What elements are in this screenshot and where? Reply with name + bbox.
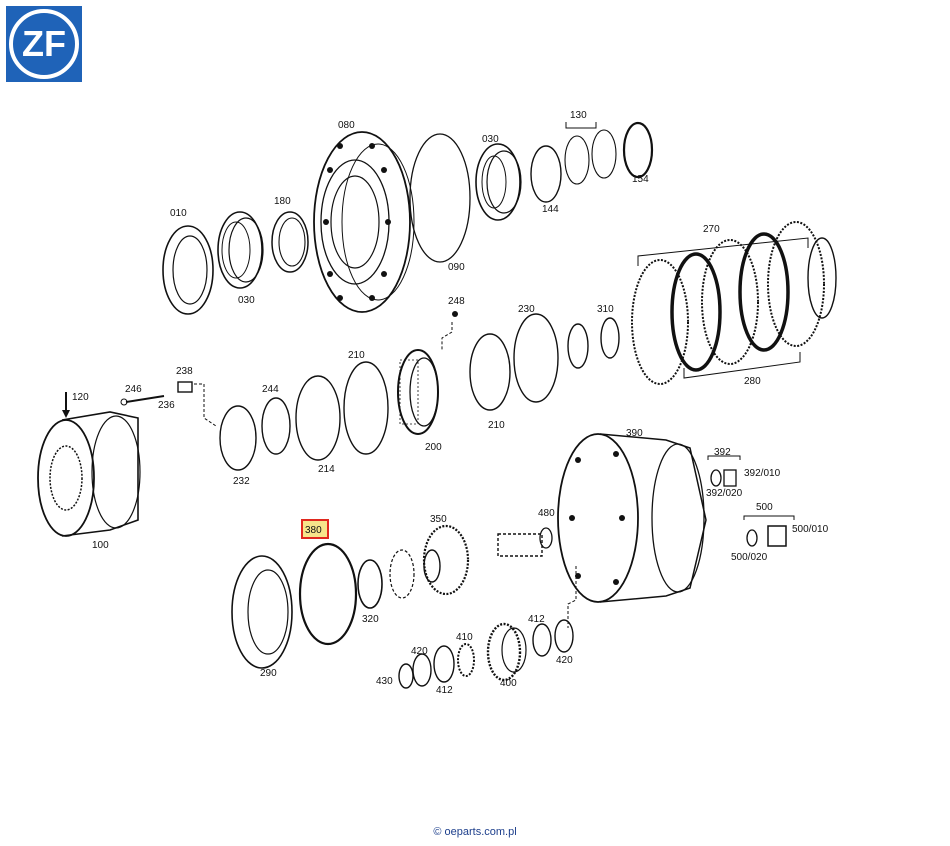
part-412-ring-right <box>532 623 552 657</box>
part-430-ring <box>398 663 414 689</box>
label-010: 010 <box>170 208 187 219</box>
label-154: 154 <box>632 174 649 185</box>
label-090: 090 <box>448 262 465 273</box>
part-230-ring <box>513 313 559 403</box>
part-100-housing <box>37 411 141 537</box>
part-410-bearing <box>457 643 475 677</box>
part-270-280-disc-pack <box>631 221 837 385</box>
label-412-right: 412 <box>528 614 545 625</box>
label-392-010: 392/010 <box>744 468 781 479</box>
label-238: 238 <box>176 366 193 377</box>
part-290-disc <box>231 555 293 669</box>
label-390: 390 <box>626 428 643 439</box>
label-120: 120 <box>72 392 89 403</box>
part-130-shims <box>564 129 617 185</box>
label-232: 232 <box>233 476 250 487</box>
label-236: 236 <box>158 400 175 411</box>
label-248: 248 <box>448 296 465 307</box>
part-420-ring-left <box>412 653 432 687</box>
label-310: 310 <box>597 304 614 315</box>
copyright-footer: © oeparts.com.pl <box>433 826 517 838</box>
part-210-ring-lower <box>343 361 389 455</box>
part-154-snap-ring <box>622 121 654 179</box>
part-392-plug <box>707 455 741 487</box>
label-270: 270 <box>703 224 720 235</box>
label-230: 230 <box>518 304 535 315</box>
part-030-bearing <box>217 211 264 289</box>
part-010-ring <box>162 225 214 315</box>
part-180-ring <box>271 211 309 273</box>
logo-text: ZF <box>22 23 66 64</box>
label-412-left: 412 <box>436 685 453 696</box>
highlight-box <box>301 519 329 539</box>
label-350: 350 <box>430 514 447 525</box>
part-246-bolt <box>120 395 165 406</box>
part-350-gear <box>422 524 470 596</box>
label-380: 380 <box>305 525 322 536</box>
part-210-ring-upper <box>469 333 511 411</box>
label-392-020: 392/020 <box>706 488 743 499</box>
label-080: 080 <box>338 120 355 131</box>
label-500-010: 500/010 <box>792 524 829 535</box>
part-480-gear-shaft <box>497 527 553 557</box>
label-030-upper: 030 <box>482 134 499 145</box>
label-420-left: 420 <box>411 646 428 657</box>
part-412-ring-left <box>433 645 455 683</box>
label-200: 200 <box>425 442 442 453</box>
label-210-lower: 210 <box>488 420 505 431</box>
label-130: 130 <box>570 110 587 121</box>
part-144-ring <box>530 145 562 203</box>
part-390-housing <box>557 433 707 603</box>
label-214: 214 <box>318 464 335 475</box>
part-420-ring-right <box>554 619 574 653</box>
label-290: 290 <box>260 668 277 679</box>
label-430: 430 <box>376 676 393 687</box>
label-480: 480 <box>538 508 555 519</box>
label-246: 246 <box>125 384 142 395</box>
label-500: 500 <box>756 502 773 513</box>
part-080-hub-flange <box>313 131 415 313</box>
part-310-springs <box>567 317 620 369</box>
highlight-380-callout[interactable]: 380 <box>301 519 329 539</box>
zf-logo: ZF <box>6 6 82 82</box>
part-232-plate <box>219 405 257 471</box>
part-380-ring <box>298 542 358 646</box>
part-030-bearing-upper <box>475 143 522 221</box>
label-500-020: 500/020 <box>731 552 768 563</box>
part-244-ring <box>261 397 291 455</box>
part-120-arrow <box>62 392 70 418</box>
label-400: 400 <box>500 678 517 689</box>
zf-logo-mark: ZF <box>9 9 79 79</box>
part-400-gear <box>486 622 527 682</box>
part-248-pin <box>441 311 458 350</box>
label-180: 180 <box>274 196 291 207</box>
label-144: 144 <box>542 204 559 215</box>
part-500-plug <box>743 515 795 547</box>
label-030: 030 <box>238 295 255 306</box>
label-244: 244 <box>262 384 279 395</box>
label-420-right: 420 <box>556 655 573 666</box>
label-410: 410 <box>456 632 473 643</box>
part-238-bushing <box>177 381 217 427</box>
label-100: 100 <box>92 540 109 551</box>
label-320: 320 <box>362 614 379 625</box>
part-214-ring <box>295 375 341 461</box>
part-320-washer <box>357 549 415 609</box>
part-090-o-ring <box>409 133 471 263</box>
part-200-carrier <box>397 349 439 435</box>
label-280: 280 <box>744 376 761 387</box>
label-392: 392 <box>714 447 731 458</box>
label-210: 210 <box>348 350 365 361</box>
